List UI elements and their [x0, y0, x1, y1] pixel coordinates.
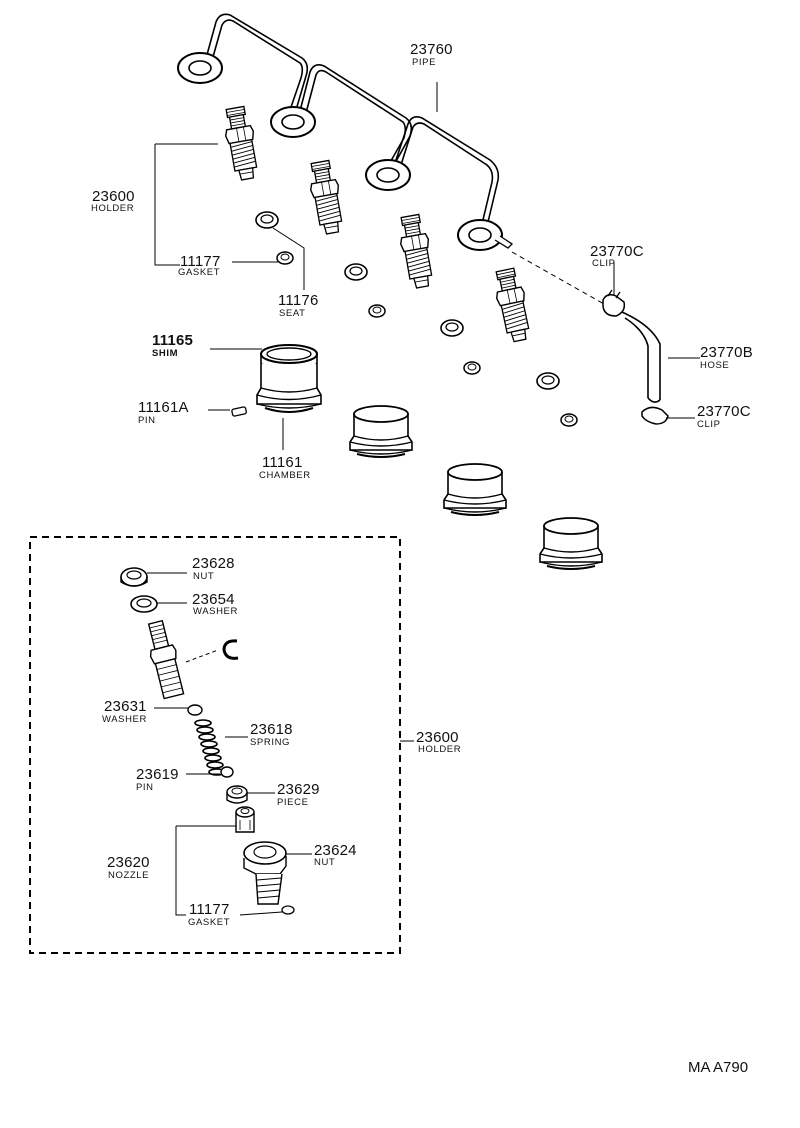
seat-3: [440, 319, 464, 337]
holder-box-number: 23600: [416, 729, 459, 746]
chamber-pin: [231, 406, 247, 417]
washer-mid-number: 23631: [104, 698, 147, 715]
hose: [611, 307, 661, 400]
gasket-1: [276, 251, 294, 265]
nut-bottom: [243, 841, 287, 905]
retaining-clip: [222, 639, 239, 660]
holder-top-name: HOLDER: [91, 203, 135, 214]
piece-number: 23629: [277, 781, 320, 798]
spring: [194, 719, 226, 776]
pipe-outlet-nipple: [494, 235, 514, 249]
shim-name: SHIM: [152, 348, 179, 359]
injector-holder-3: [395, 212, 437, 291]
gasket-bottom-number: 11177: [189, 901, 230, 918]
injection-pipes: [204, 13, 500, 225]
pipe-banjo-fitting-3: [365, 159, 411, 191]
washer-mid: [187, 704, 203, 716]
piece-name: PIECE: [277, 797, 309, 808]
inner-pin-number: 23619: [136, 766, 179, 783]
chamber-pin-name: PIN: [138, 415, 156, 426]
hose-name: HOSE: [700, 360, 730, 371]
pipe-banjo-fitting-4: [457, 219, 503, 251]
gasket-4: [560, 413, 578, 427]
clip-lower-name: CLIP: [697, 419, 721, 430]
nut-top-name: NUT: [193, 571, 215, 582]
exploded-holder-parts: [120, 567, 312, 916]
injector-holder-1: [220, 104, 262, 183]
nozzle-name: NOZZLE: [108, 870, 150, 881]
nut-bottom-number: 23624: [314, 842, 357, 859]
clip-upper-number: 23770C: [590, 243, 644, 260]
pipe-name: PIPE: [412, 57, 437, 68]
diagram-code: MA A790: [688, 1059, 749, 1076]
pipe-banjo-fitting-2: [270, 106, 316, 138]
gasket-bottom-name: GASKET: [188, 917, 231, 928]
inner-pin: [220, 766, 234, 778]
shim-number: 11165: [152, 332, 194, 349]
injector-holder-2: [305, 158, 347, 237]
seat-4: [536, 372, 560, 390]
chamber-number: 11161: [262, 454, 303, 471]
holder-box-name: HOLDER: [418, 744, 462, 755]
gasket-2: [368, 304, 386, 318]
clip-lower: [641, 406, 669, 425]
seat-name: SEAT: [279, 308, 306, 319]
injector-holder-4: [490, 266, 535, 345]
holder-top-number: 23600: [92, 188, 135, 205]
spring-number: 23618: [250, 721, 293, 738]
holder-assembly-box: [29, 536, 401, 954]
seat-number: 11176: [278, 292, 319, 309]
gasket-3: [463, 361, 481, 375]
washer-top-number: 23654: [192, 591, 235, 608]
chamber-pin-number: 11161A: [138, 399, 189, 416]
chamber-2: [349, 405, 413, 458]
clip-upper-name: CLIP: [592, 258, 616, 269]
pipe-number: 23760: [410, 41, 453, 58]
washer-mid-name: WASHER: [102, 714, 147, 725]
shim-and-chamber: [256, 344, 322, 413]
nut-bottom-name: NUT: [314, 857, 336, 868]
chamber-3: [443, 463, 507, 516]
leader-lines: [154, 82, 700, 450]
nut-top-number: 23628: [192, 555, 235, 572]
clip-upper: [602, 293, 626, 317]
clip-lower-number: 23770C: [697, 403, 751, 420]
holder-body: [147, 619, 185, 700]
inner-pin-name: PIN: [136, 782, 154, 793]
seat-1: [255, 211, 279, 229]
washer-top-name: WASHER: [193, 606, 238, 617]
nozzle-number: 23620: [107, 854, 150, 871]
gasket-top-number: 11177: [180, 253, 221, 270]
gasket-top-name: GASKET: [178, 267, 221, 278]
chamber-name: CHAMBER: [259, 470, 311, 481]
chamber-4: [539, 517, 603, 570]
spring-name: SPRING: [250, 737, 291, 748]
seat-2: [344, 263, 368, 281]
hose-number: 23770B: [700, 344, 753, 361]
gasket-bottom: [281, 905, 295, 915]
pipe-banjo-fitting-1: [177, 52, 223, 84]
